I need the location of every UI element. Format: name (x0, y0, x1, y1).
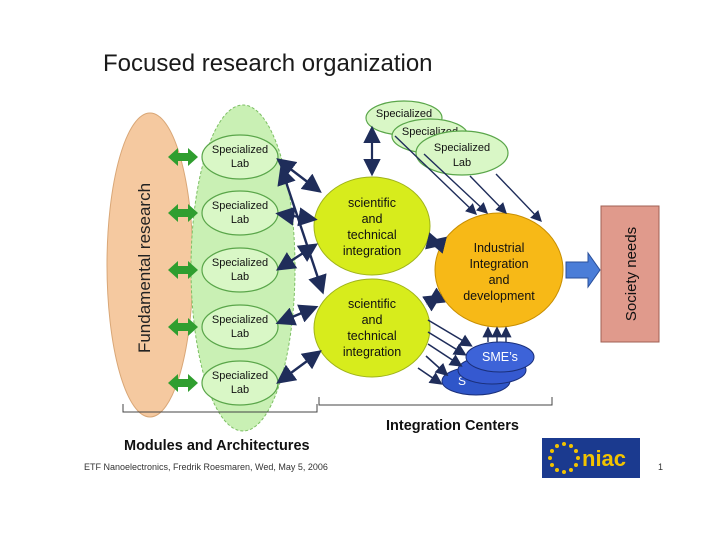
eu-stars-icon (548, 442, 580, 474)
integration-to-industrial-arrows (422, 232, 447, 312)
svg-text:S: S (458, 374, 466, 388)
svg-text:development: development (463, 289, 535, 303)
sme-stack: S SME’s (441, 341, 535, 396)
svg-text:Specialized: Specialized (434, 142, 490, 154)
svg-text:Integration: Integration (469, 257, 528, 271)
arrow-to-society (565, 251, 601, 289)
society-needs-box: Society needs (600, 205, 660, 343)
integration-centers-label: Integration Centers (386, 418, 519, 434)
svg-text:technical: technical (347, 228, 396, 242)
svg-text:and: and (362, 212, 383, 226)
svg-text:integration: integration (343, 345, 401, 359)
svg-text:Lab: Lab (231, 384, 249, 396)
green-double-arrows (168, 148, 198, 392)
svg-text:Society needs: Society needs (623, 227, 640, 321)
integration-to-sme-arrows (417, 319, 473, 385)
svg-text:Lab: Lab (231, 271, 249, 283)
modules-bracket (122, 404, 318, 413)
top-lab-stack: Specialized Specialized Specialized Lab (365, 100, 509, 176)
svg-text:Lab: Lab (453, 157, 471, 169)
svg-text:Specialized: Specialized (212, 257, 268, 269)
lab-5: Specialized Lab (201, 360, 279, 406)
lab-2: Specialized Lab (201, 190, 279, 236)
svg-text:SME’s: SME’s (482, 350, 518, 364)
lab-4: Specialized Lab (201, 304, 279, 350)
svg-text:Specialized: Specialized (212, 200, 268, 212)
svg-text:Lab: Lab (231, 328, 249, 340)
svg-text:scientific: scientific (348, 196, 396, 210)
footer-text: ETF Nanoelectronics, Fredrik Roesmaren, … (84, 462, 328, 472)
top-labs-to-industrial-arrows (394, 135, 542, 223)
modules-label: Modules and Architectures (124, 438, 310, 454)
svg-text:Lab: Lab (231, 214, 249, 226)
svg-text:and: and (362, 313, 383, 327)
sti-upper-circle: scientific and technical integration (313, 176, 431, 276)
svg-text:Lab: Lab (231, 158, 249, 170)
svg-text:scientific: scientific (348, 297, 396, 311)
fundamental-research-label: Fundamental research (135, 183, 154, 353)
svg-text:technical: technical (347, 329, 396, 343)
svg-text:integration: integration (343, 244, 401, 258)
svg-text:Specialized: Specialized (212, 370, 268, 382)
lab-3: Specialized Lab (201, 247, 279, 293)
svg-text:Industrial: Industrial (474, 241, 525, 255)
integration-centers-bracket (318, 397, 553, 406)
svg-text:Specialized: Specialized (376, 108, 432, 120)
svg-text:Specialized: Specialized (212, 314, 268, 326)
page-number: 1 (658, 462, 664, 472)
sti-lower-circle: scientific and technical integration (313, 278, 431, 378)
logo-text: niac (582, 446, 627, 471)
niac-logo: niac (542, 438, 640, 478)
lab-to-integration-arrows (275, 158, 327, 384)
svg-text:and: and (489, 273, 510, 287)
page-title: Focused research organization (103, 50, 433, 77)
lab-1: Specialized Lab (201, 134, 279, 180)
svg-text:Specialized: Specialized (212, 144, 268, 156)
industrial-circle: Industrial Integration and development (434, 212, 564, 328)
sme-to-industrial-arrows (482, 326, 512, 342)
